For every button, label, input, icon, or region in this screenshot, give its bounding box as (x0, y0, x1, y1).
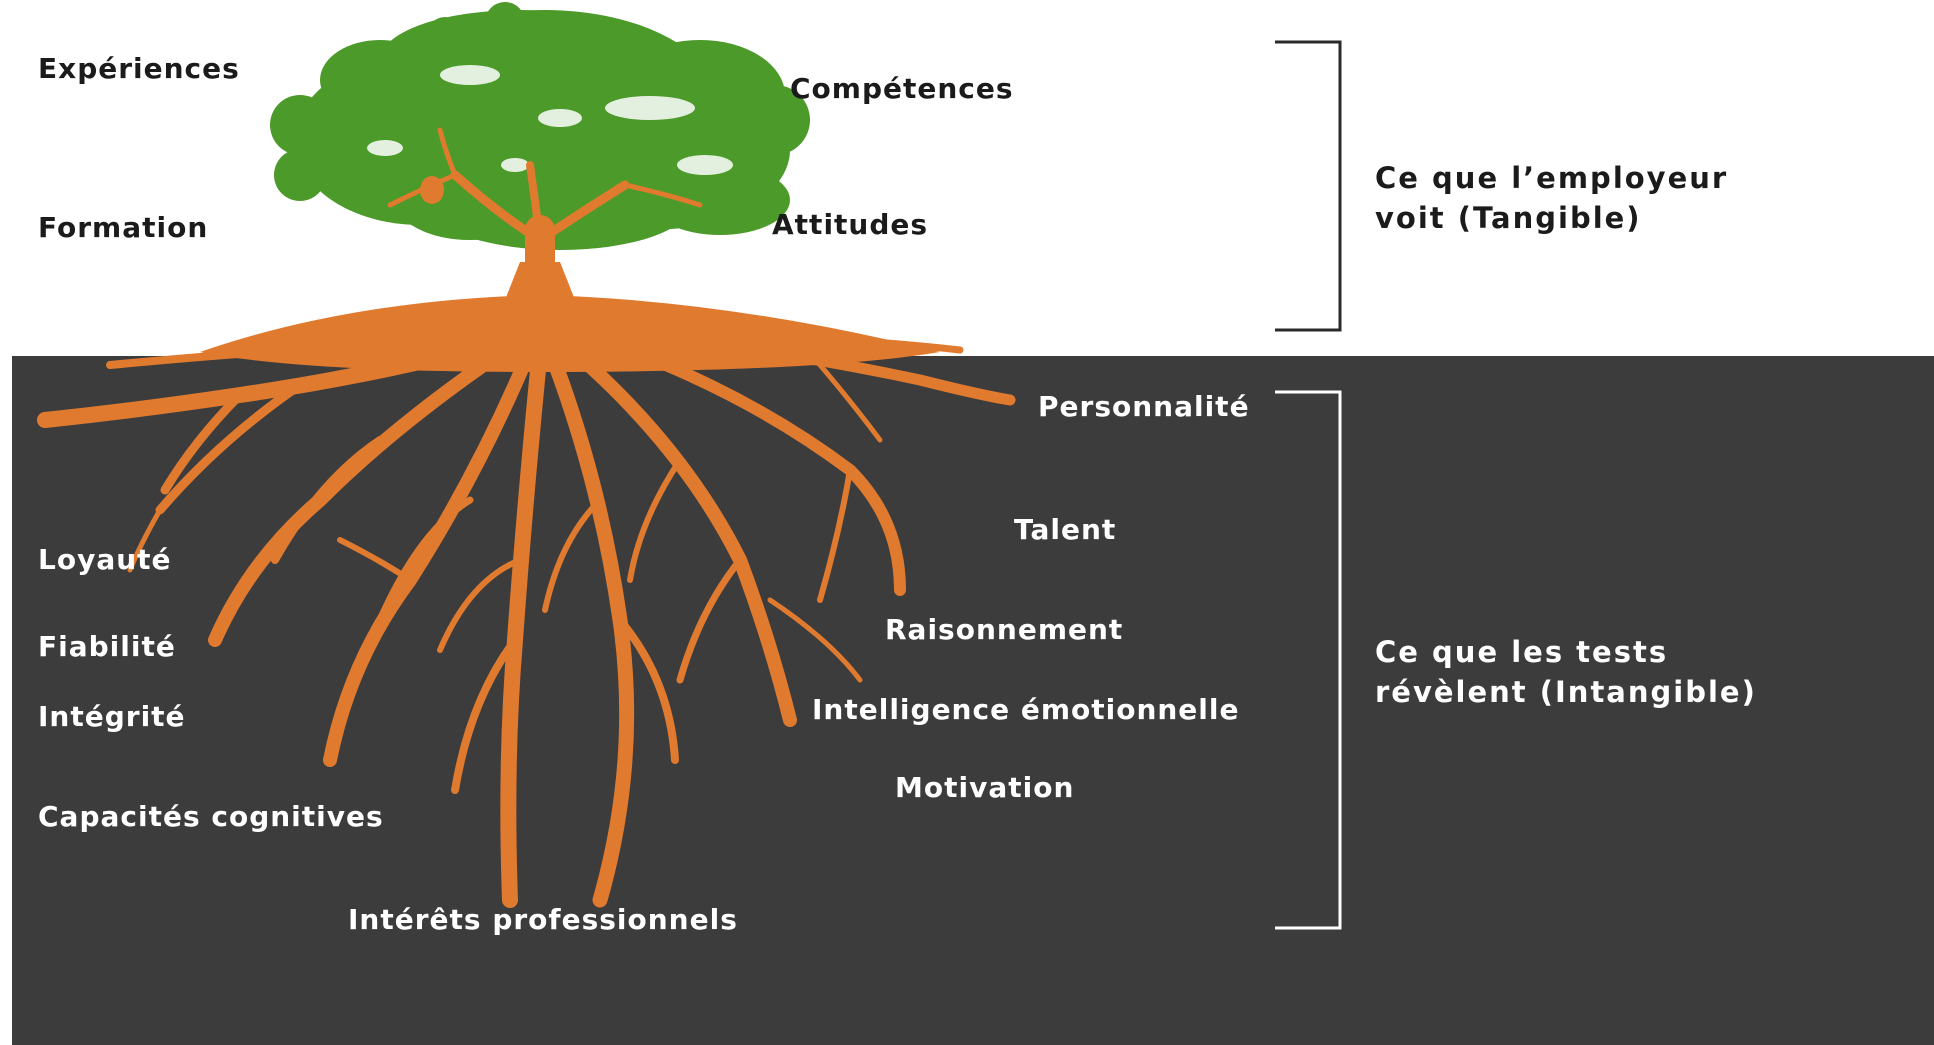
label-capacites-cognitives: Capacités cognitives (38, 800, 384, 833)
label-intelligence-emotionnelle: Intelligence émotionnelle (812, 693, 1240, 726)
root-system (37, 319, 1016, 908)
label-loyaute: Loyauté (38, 543, 172, 576)
canopy-gaps (367, 65, 733, 175)
label-raisonnement: Raisonnement (885, 613, 1124, 646)
label-formation: Formation (38, 211, 209, 244)
label-personnalite: Personnalité (1038, 390, 1250, 423)
intangible-bracket (1275, 390, 1342, 930)
underground-area (12, 356, 1934, 1045)
intangible-summary: Ce que les tests révèlent (Intangible) (1375, 632, 1757, 712)
fruit-icon (420, 176, 444, 204)
intangible-summary-line1: Ce que les tests (1375, 635, 1669, 669)
label-talent: Talent (1014, 513, 1117, 546)
label-motivation: Motivation (895, 771, 1075, 804)
label-attitudes: Attitudes (772, 208, 929, 241)
tangible-summary: Ce que l’employeur voit (Tangible) (1375, 158, 1728, 238)
label-integrite: Intégrité (38, 700, 186, 733)
tangible-bracket (1275, 40, 1342, 332)
label-competences: Compétences (790, 72, 1014, 105)
intangible-summary-line2: révèlent (Intangible) (1375, 675, 1757, 709)
label-experiences: Expériences (38, 52, 240, 85)
label-fiabilite: Fiabilité (38, 630, 176, 663)
tangible-summary-line2: voit (Tangible) (1375, 201, 1642, 235)
label-interets-professionnels: Intérêts professionnels (348, 903, 738, 936)
tangible-summary-line1: Ce que l’employeur (1375, 161, 1729, 195)
